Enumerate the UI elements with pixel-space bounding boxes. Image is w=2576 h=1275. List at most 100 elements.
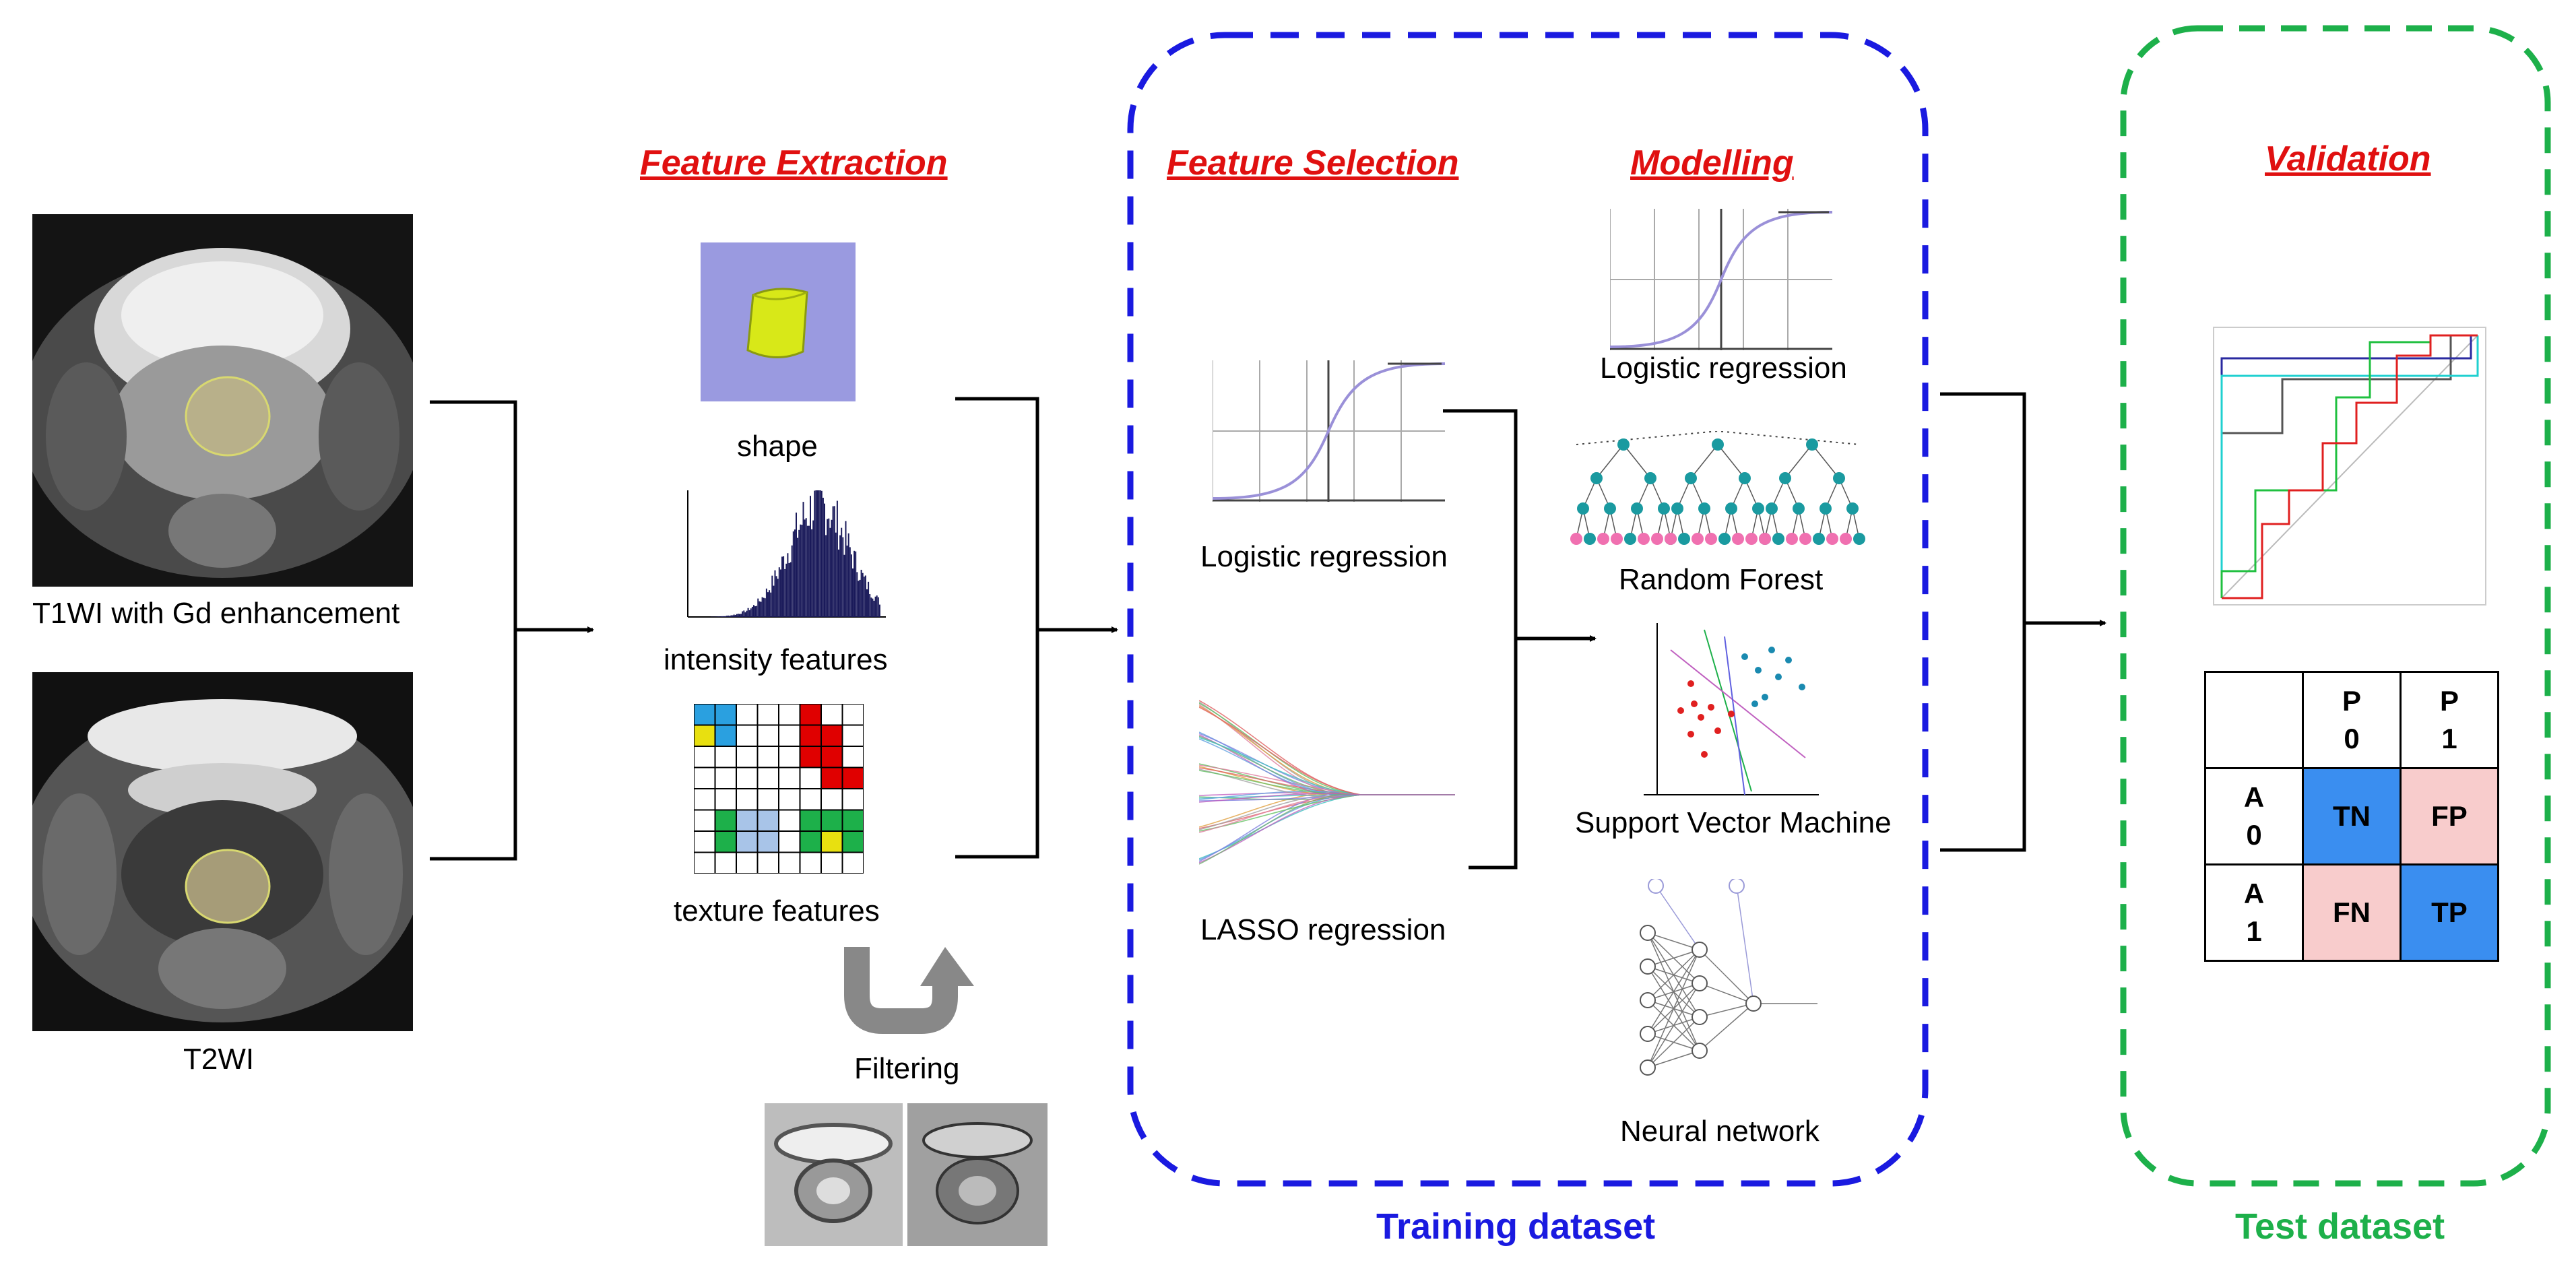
lasso-path <box>1198 794 1455 861</box>
histogram-bar <box>744 612 746 617</box>
histogram-bar <box>756 606 758 617</box>
texture-cell <box>756 788 779 811</box>
histogram-bar <box>825 535 827 617</box>
model-logistic-plot <box>1609 209 1833 350</box>
confusion-matrix: P 0 P 1 A 0 TN FP A 1 FN TP <box>2204 671 2499 962</box>
modelling-header: Modelling <box>1630 143 1794 183</box>
nn-edge <box>1647 949 1700 967</box>
lasso-path-plot <box>1198 694 1455 896</box>
texture-cell <box>778 851 801 874</box>
svm-red-point <box>1687 680 1694 687</box>
texture-cell <box>693 766 716 789</box>
texture-cell <box>778 830 801 853</box>
svm-teal-point <box>1762 694 1768 700</box>
filtering-arrow-icon <box>841 942 982 1036</box>
histogram-bar <box>757 598 759 617</box>
histogram-bar <box>827 519 829 617</box>
texture-cell <box>841 809 864 832</box>
histogram-bar <box>742 611 744 617</box>
nn-bias-node <box>1729 878 1745 894</box>
tree-node <box>1570 533 1582 545</box>
histogram-bar <box>842 537 844 617</box>
histogram-bar <box>876 595 878 617</box>
nn-edge <box>1647 949 1700 1001</box>
selection-logistic-label: Logistic regression <box>1200 540 1448 573</box>
lasso-regression-label: LASSO regression <box>1200 913 1446 946</box>
tree-edge <box>1784 444 1813 479</box>
svm-teal-point <box>1768 647 1775 653</box>
t1wi-label: T1WI with Gd enhancement <box>32 597 400 630</box>
tree-node <box>1604 502 1616 515</box>
svm-red-point <box>1691 700 1698 707</box>
texture-cell <box>714 724 737 747</box>
tree-node <box>1638 533 1650 545</box>
texture-cell <box>778 809 801 832</box>
tree-edge <box>1596 444 1624 479</box>
texture-cell <box>714 766 737 789</box>
histogram-bar <box>878 604 880 617</box>
histogram-bar <box>798 529 800 617</box>
lasso-path <box>1198 701 1455 795</box>
histogram-bar <box>811 529 813 617</box>
tree-edge <box>1717 444 1745 479</box>
tree-node <box>1793 502 1805 515</box>
histogram-bar <box>790 562 792 617</box>
nn-node <box>1640 958 1656 975</box>
intensity-histogram <box>684 478 886 618</box>
tree-node <box>1840 533 1852 545</box>
texture-cell <box>799 724 822 747</box>
texture-cell <box>756 724 779 747</box>
selection-merge-connector <box>1443 409 1597 870</box>
texture-cell <box>736 766 759 789</box>
svm-teal-point <box>1751 700 1758 707</box>
t2wi-mri-image <box>32 672 413 1031</box>
texture-cell <box>820 766 843 789</box>
histogram-bar <box>873 600 875 617</box>
nn-edge <box>1647 1016 1700 1068</box>
tree-node <box>1658 502 1670 515</box>
texture-cell <box>820 703 843 726</box>
texture-cell <box>841 788 864 811</box>
extraction-merge-connector <box>955 397 1118 859</box>
histogram-bar <box>778 567 780 617</box>
nn-node <box>1640 1026 1656 1042</box>
texture-cell <box>756 851 779 874</box>
texture-cell <box>714 746 737 769</box>
tree-node <box>1752 502 1764 515</box>
histogram-bar <box>805 518 807 617</box>
histogram-bar <box>870 597 872 617</box>
tree-node <box>1712 438 1724 451</box>
lasso-path <box>1198 793 1455 865</box>
nn-edge <box>1647 1050 1700 1068</box>
histogram-bar <box>808 525 810 617</box>
histogram-bar <box>726 616 728 617</box>
lasso-path <box>1198 731 1455 796</box>
cm-false-positive: FP <box>2400 767 2499 865</box>
t1wi-mri-image <box>32 214 413 587</box>
input-merge-connector <box>430 400 594 861</box>
histogram-bar <box>846 546 848 617</box>
cm-row-a1: A 1 <box>2204 863 2304 962</box>
histogram-bar <box>841 527 843 617</box>
histogram-bar <box>850 554 852 617</box>
texture-cell <box>693 724 716 747</box>
histogram-bar <box>743 610 745 617</box>
tree-edge <box>1811 444 1840 479</box>
histogram-bar <box>770 592 772 617</box>
nn-edge <box>1647 949 1700 1068</box>
lasso-path <box>1198 793 1455 803</box>
texture-cell <box>841 724 864 747</box>
svm-boundary <box>1704 629 1752 792</box>
nn-node <box>1692 1043 1708 1059</box>
histogram-bar <box>829 527 831 617</box>
nn-edge <box>1699 983 1754 1004</box>
histogram-bar <box>872 598 874 617</box>
histogram-bar <box>732 615 734 617</box>
histogram-bar <box>869 594 871 617</box>
histogram-bar <box>836 500 838 617</box>
training-dataset-label: Training dataset <box>1376 1206 1656 1247</box>
nn-edge <box>1699 1003 1754 1051</box>
histogram-bar <box>781 556 783 617</box>
